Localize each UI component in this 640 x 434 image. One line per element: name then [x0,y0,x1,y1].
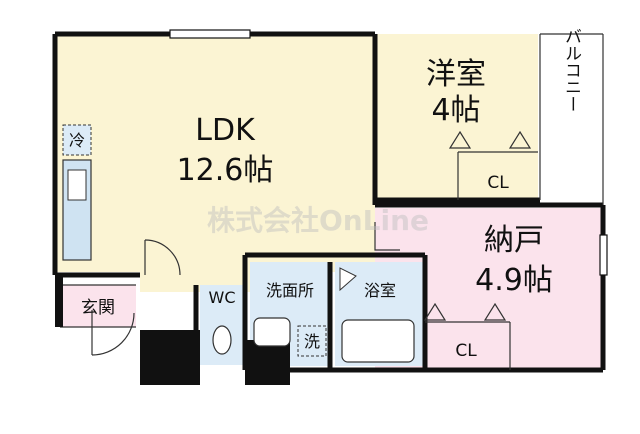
ldk-size: 12.6帖 [177,153,274,188]
entrance-label: 玄関 [81,298,115,318]
bathtub [341,319,415,363]
western-room-label: 洋室 [426,57,486,92]
fridge-space [62,124,92,156]
ldk-floor [55,34,375,272]
washer-label: 洗 [304,332,320,351]
fridge-label: 冷 [69,131,85,150]
bath-door-mark [339,267,357,292]
storage-room-size: 4.9帖 [475,263,553,298]
closet-western-label: CL [487,173,509,193]
washer-space [297,325,327,357]
toilet [212,325,232,355]
storage-room-label: 納戸 [484,223,544,258]
watermark: 株式会社OnLine [207,204,429,237]
washbasin [253,317,291,347]
western-room-floor [375,34,538,200]
entrance-floor [60,285,136,327]
western-room-size: 4帖 [431,93,480,128]
wc-label: WC [209,288,236,307]
windows [169,29,608,276]
thin-lines [60,33,604,370]
closet-storage-label: CL [455,341,477,361]
bath-label: 浴室 [364,281,396,300]
balcony-label: バルコニー [561,28,581,113]
structural-blocks [55,275,290,385]
sink [67,169,87,201]
ldk-label: LDK [195,113,256,148]
washroom-label: 洗面所 [266,281,314,300]
